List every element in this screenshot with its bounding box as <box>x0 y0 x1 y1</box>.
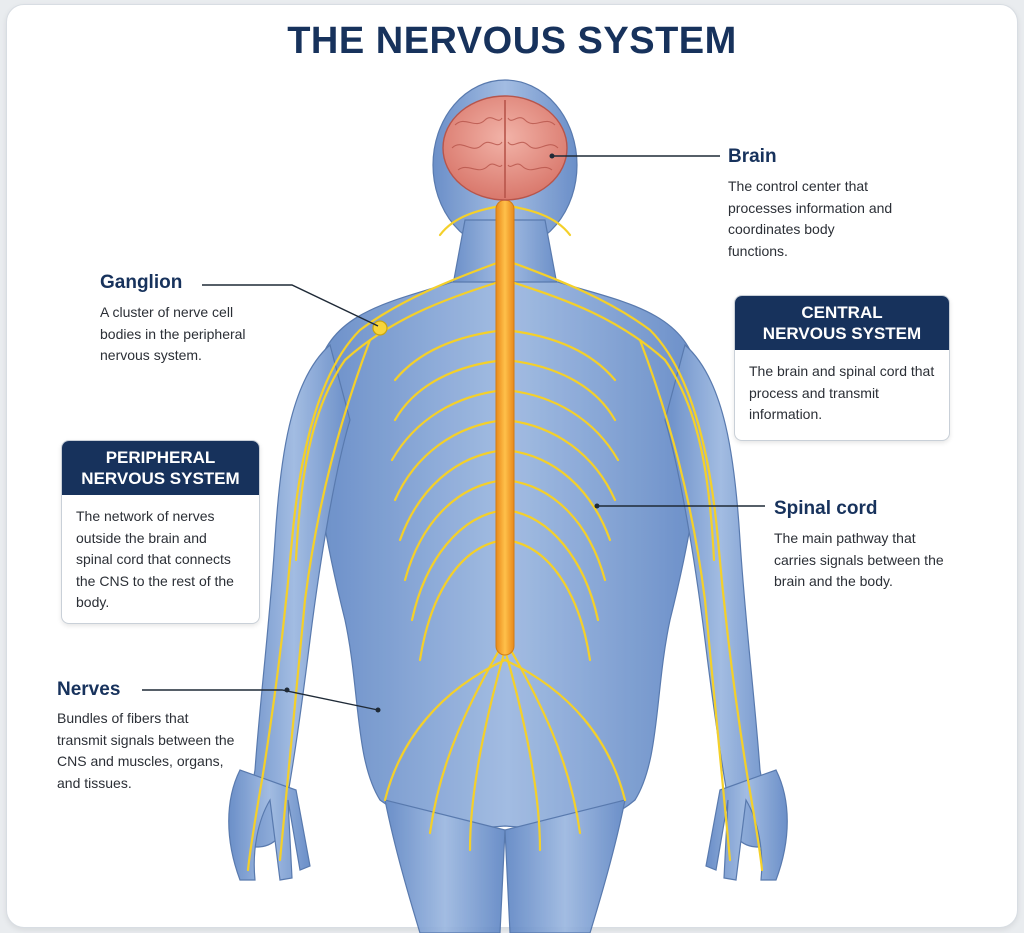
brain-label: Brain <box>728 146 777 167</box>
cns-box: CENTRAL NERVOUS SYSTEM The brain and spi… <box>734 295 950 441</box>
leader-lines <box>142 155 765 711</box>
cns-heading-line2: NERVOUS SYSTEM <box>762 324 922 343</box>
spinal-cord-description: The main pathway that carries signals be… <box>774 530 944 589</box>
cns-heading: CENTRAL NERVOUS SYSTEM <box>735 296 949 350</box>
cns-description: The brain and spinal cord that process a… <box>749 363 935 422</box>
ganglion-description: A cluster of nerve cell bodies in the pe… <box>100 304 246 363</box>
pns-box: PERIPHERAL NERVOUS SYSTEM The network of… <box>61 440 260 624</box>
nerves-label: Nerves <box>57 679 121 700</box>
nerves-description: Bundles of fibers that transmit signals … <box>57 710 235 791</box>
peripheral-nerves <box>246 203 764 872</box>
pns-description: The network of nerves outside the brain … <box>76 508 234 610</box>
spinal-cord-shape <box>495 199 515 656</box>
spinal-cord-label: Spinal cord <box>774 498 878 519</box>
ganglion-label: Ganglion <box>100 272 183 293</box>
pns-heading-line1: PERIPHERAL <box>105 448 216 467</box>
page-title: THE NERVOUS SYSTEM <box>287 20 737 62</box>
brain-description: The control center that processes inform… <box>728 178 893 259</box>
pns-heading: PERIPHERAL NERVOUS SYSTEM <box>62 441 259 495</box>
brain-shape <box>442 95 568 201</box>
ganglion-dot <box>372 320 388 336</box>
leader-dots <box>284 153 600 713</box>
pns-heading-line2: NERVOUS SYSTEM <box>81 469 240 488</box>
cns-heading-line1: CENTRAL <box>801 303 883 322</box>
